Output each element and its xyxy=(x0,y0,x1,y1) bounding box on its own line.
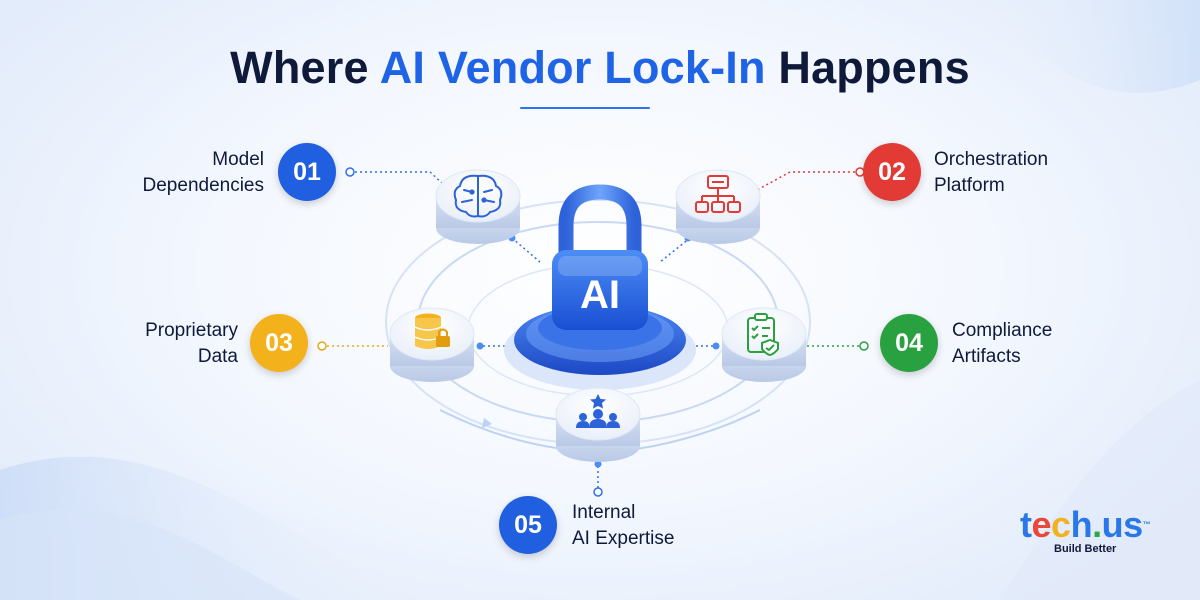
item-05-line1: Internal xyxy=(572,502,636,523)
item-03-line1: Proprietary xyxy=(145,320,238,341)
workflow-icon xyxy=(695,175,741,213)
item-04-label: Compliance Artifacts xyxy=(952,318,1052,370)
logo-wordmark: tech.us™ xyxy=(1020,504,1151,545)
item-02-badge: 02 xyxy=(863,143,921,201)
item-03-badge: 03 xyxy=(250,314,308,372)
item-02-line2: Platform xyxy=(934,175,1005,196)
item-03-line2: Data xyxy=(197,346,238,367)
title-accent: AI Vendor Lock-In xyxy=(379,42,766,93)
item-04-line1: Compliance xyxy=(952,320,1053,341)
team-star-icon xyxy=(576,394,620,428)
item-01-line1: Model xyxy=(212,149,264,170)
connector-dots xyxy=(317,167,869,497)
item-05-badge: 05 xyxy=(499,496,557,554)
title-lead: Where xyxy=(230,42,380,93)
lock-label: AI xyxy=(580,273,620,317)
item-01-badge: 01 xyxy=(278,143,336,201)
item-05-line2: AI Expertise xyxy=(572,528,675,549)
compliance-clipboard-icon xyxy=(747,313,779,357)
pod-orchestration-platform xyxy=(675,169,761,244)
pod-internal-ai-expertise xyxy=(555,387,641,462)
pod-proprietary-data xyxy=(389,307,475,382)
item-04-badge: 04 xyxy=(880,314,938,372)
item-04-line2: Artifacts xyxy=(952,346,1021,367)
database-lock-icon xyxy=(414,313,450,349)
logo-tagline: Build Better xyxy=(1054,543,1117,555)
pod-model-dependencies xyxy=(435,169,521,244)
item-02-label: Orchestration Platform xyxy=(934,147,1048,199)
central-lock: AI xyxy=(504,184,696,390)
item-05-label: Internal AI Expertise xyxy=(572,500,674,552)
item-02-line1: Orchestration xyxy=(934,149,1049,170)
title-underline xyxy=(520,107,650,109)
brain-icon xyxy=(453,174,503,218)
padlock-icon xyxy=(558,184,642,270)
title-tail: Happens xyxy=(765,42,970,93)
item-01-label: Model Dependencies xyxy=(143,147,264,199)
item-03-label: Proprietary Data xyxy=(145,318,238,370)
page-title: Where AI Vendor Lock-In Happens xyxy=(0,42,1200,94)
item-01-line2: Dependencies xyxy=(142,175,264,196)
techus-logo: tech.us™ Build Better xyxy=(1020,504,1151,556)
pod-compliance-artifacts xyxy=(721,307,807,382)
